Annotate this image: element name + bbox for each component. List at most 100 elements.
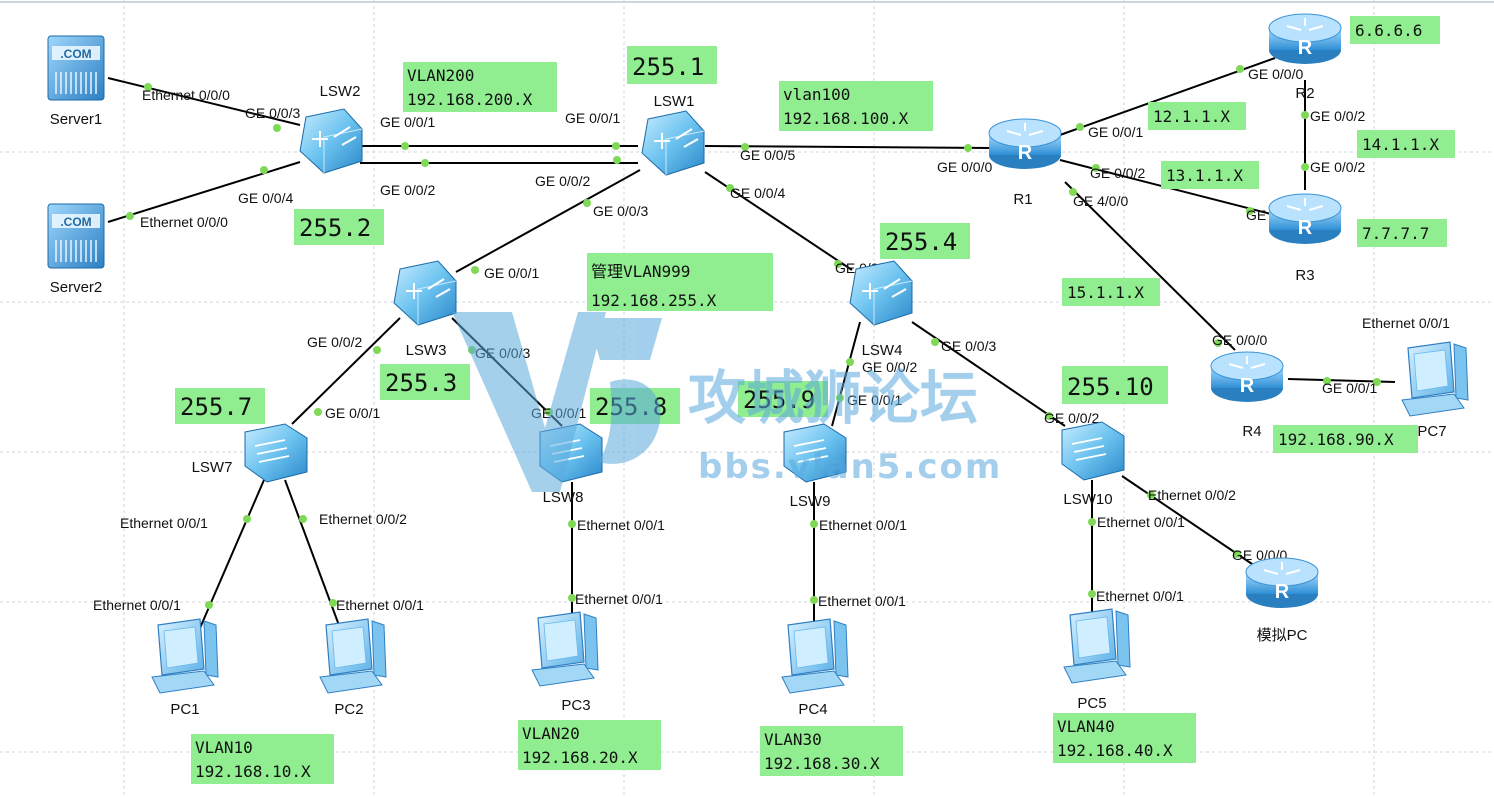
note-lsw7_ip[interactable]: 255.7 (175, 388, 265, 424)
note-r3_ip[interactable]: 7.7.7.7 (1357, 219, 1447, 247)
port-dot-lsw1 (741, 143, 749, 151)
port-dot-r4 (1323, 377, 1331, 385)
note-lsw3_ip[interactable]: 255.3 (380, 364, 470, 400)
device-r3[interactable]: RR3 (1268, 193, 1342, 284)
port-dot-lsw7 (314, 408, 322, 416)
svg-text:R: R (1298, 37, 1313, 59)
device-lsw1[interactable]: LSW1 (641, 93, 705, 176)
port-dot-lsw2 (260, 166, 268, 174)
port-label-r1: GE 0/0/2 (1090, 165, 1145, 181)
device-label-r2: R2 (1295, 85, 1314, 102)
port-dot-r3 (1301, 163, 1309, 171)
device-label-pc2: PC2 (334, 701, 363, 718)
port-dot-r1 (1092, 164, 1100, 172)
note-box-mgmt (587, 253, 773, 311)
link-lsw1-lsw3-5[interactable] (455, 169, 641, 273)
note-net12[interactable]: 12.1.1.X (1148, 102, 1246, 130)
device-lsw4[interactable]: LSW4 (849, 260, 913, 359)
note-text-r2_ip: 6.6.6.6 (1355, 21, 1422, 40)
note-box-net13 (1161, 161, 1259, 189)
device-lsw9[interactable]: LSW9 (783, 423, 847, 510)
port-dot-pc2 (329, 599, 337, 607)
device-label-pc7: PC7 (1417, 423, 1446, 440)
svg-text:R: R (1298, 217, 1313, 239)
link-lsw1-r1-4[interactable] (704, 145, 991, 149)
note-r2_ip[interactable]: 6.6.6.6 (1350, 16, 1440, 44)
link-lsw10-simpc-21[interactable] (1121, 475, 1256, 567)
device-pc1[interactable]: PC1 (151, 618, 219, 718)
router-icon: R (1268, 13, 1342, 64)
device-label-pc5: PC5 (1077, 695, 1106, 712)
link-lsw4-lsw9-14[interactable] (831, 321, 861, 427)
device-label-r4: R4 (1242, 423, 1261, 440)
svg-text:R: R (1018, 142, 1033, 164)
note-box-lsw10_ip (1062, 366, 1168, 404)
device-r4[interactable]: RR4 (1210, 351, 1284, 440)
port-label-lsw1: GE 0/0/5 (740, 147, 795, 163)
link-server2-lsw2-1[interactable] (107, 161, 301, 223)
device-lsw10[interactable]: LSW10 (1061, 421, 1125, 508)
port-label-lsw7: Ethernet 0/0/2 (319, 511, 407, 527)
device-r1[interactable]: RR1 (988, 118, 1062, 208)
note-lsw1_ip[interactable]: 255.1 (627, 46, 717, 84)
note-net15[interactable]: 15.1.1.X (1062, 278, 1160, 306)
device-r2[interactable]: R R2 (1268, 13, 1342, 102)
port-dot-lsw9 (810, 520, 818, 528)
device-pc5[interactable]: PC5 (1063, 608, 1131, 712)
note-net13[interactable]: 13.1.1.X (1161, 161, 1259, 189)
router-icon: R (1268, 193, 1342, 244)
note-text-lsw3_ip: 255.3 (385, 369, 457, 397)
l3-switch-icon (299, 108, 363, 174)
device-pc7[interactable]: PC7 (1401, 341, 1469, 440)
note-box-vlan40 (1053, 713, 1196, 763)
note-lsw9_ip[interactable]: 255.9 (738, 381, 828, 417)
device-label-pc1: PC1 (170, 701, 199, 718)
port-dot-pc1 (205, 601, 213, 609)
l3-switch-icon (641, 110, 705, 176)
device-pc2[interactable]: PC2 (319, 618, 387, 718)
device-label-lsw2: LSW2 (320, 83, 361, 100)
note-box-net15 (1062, 278, 1160, 306)
link-server1-lsw2-0[interactable] (107, 77, 301, 126)
device-lsw2[interactable]: LSW2 (299, 83, 363, 174)
note-text-lsw2_ip: 255.2 (299, 214, 371, 242)
l2-switch-icon (1061, 421, 1125, 481)
port-label-r1: GE 0/0/0 (937, 159, 992, 175)
device-pc4[interactable]: PC4 (781, 618, 849, 718)
device-label-lsw3: LSW3 (406, 342, 447, 359)
port-dot-lsw8 (568, 520, 576, 528)
device-label-simpc: 模拟PC (1257, 627, 1308, 644)
note-net90[interactable]: 192.168.90.X (1273, 425, 1418, 453)
note-box-r3_ip (1357, 219, 1447, 247)
device-pc3[interactable]: PC3 (531, 611, 599, 714)
note-net14[interactable]: 14.1.1.X (1357, 130, 1455, 158)
note-box-vlan100 (779, 81, 933, 131)
note-lsw10_ip[interactable]: 255.10 (1062, 366, 1168, 404)
device-lsw7[interactable]: LSW7 (192, 423, 308, 483)
l2-switch-icon (244, 423, 308, 483)
port-dot-lsw10 (1045, 412, 1053, 420)
note-text-net15: 15.1.1.X (1067, 283, 1144, 302)
link-lsw3-lsw7-12[interactable] (291, 317, 401, 425)
port-label-lsw9: GE 0/0/1 (847, 392, 902, 408)
note-lsw4_ip[interactable]: 255.4 (880, 223, 970, 259)
port-dot-r1 (964, 144, 972, 152)
port-label-lsw3: GE 0/0/1 (484, 265, 539, 281)
note-lsw2_ip[interactable]: 255.2 (294, 209, 384, 245)
note-text-vlan200-0: VLAN200 (407, 66, 474, 85)
device-label-lsw9: LSW9 (790, 493, 831, 510)
link-r1-r4-10[interactable] (1064, 181, 1236, 351)
note-text-net12: 12.1.1.X (1153, 107, 1230, 126)
device-lsw3[interactable]: LSW3 (393, 260, 457, 359)
